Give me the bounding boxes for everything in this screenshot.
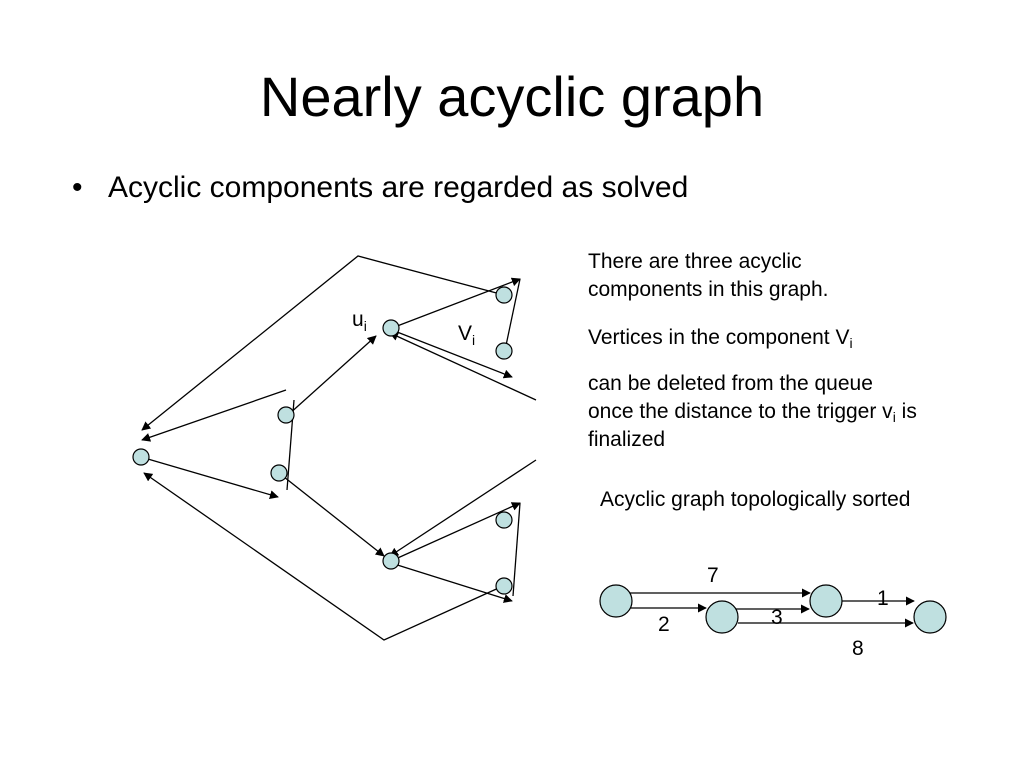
edge-root-to-bottom-mid (140, 456, 279, 500)
bullet-marker: • (72, 171, 83, 204)
edge-hub-to-bottom-upper (390, 502, 521, 562)
edge-top-loop (141, 255, 505, 431)
edge-weight-8: 8 (852, 637, 864, 660)
node-label-ui: ui (352, 308, 367, 334)
edge-weight-3: 3 (771, 606, 783, 629)
description-paragraph-1: There are three acyclic components in th… (588, 250, 829, 301)
graph-node-ui (382, 319, 400, 337)
bullet-text: Acyclic components are regarded as solve… (108, 171, 689, 204)
sorted-graph-caption: Acyclic graph topologically sorted (600, 488, 911, 511)
bullet-item: • Acyclic components are regarded as solv… (72, 168, 688, 208)
edge-root-to-top-mid (141, 389, 287, 442)
edge-ui-to-mid-right (391, 329, 513, 379)
edge-right-mid-to-bottom-hub (389, 459, 537, 557)
description-paragraph-3: can be deleted from the queue once the d… (588, 372, 917, 451)
component-label-vi: Vi (458, 322, 476, 348)
left-graph-edges (140, 255, 537, 641)
edge-mid-to-bottom-hub (278, 472, 385, 557)
edge-weight-7: 7 (707, 564, 719, 587)
sorted-graph-edges (628, 588, 915, 628)
edge-weight-1: 1 (877, 587, 889, 610)
edge-bottom-right-vertical (512, 502, 521, 597)
sorted-graph-nodes (599, 584, 947, 634)
sorted-node-b (705, 600, 739, 634)
slide-title: Nearly acyclic graph (259, 65, 765, 128)
edge-ui-to-top-right (391, 277, 521, 329)
graph-node-root (132, 448, 150, 466)
edge-top-right-vertical (503, 278, 521, 356)
graph-node-mid-top (277, 406, 295, 424)
graph-node-bottom-lower (495, 577, 513, 595)
graph-node-mid-bottom (270, 464, 288, 482)
sorted-node-d (913, 600, 947, 634)
edge-weight-2: 2 (658, 613, 670, 636)
sorted-node-c (809, 584, 843, 618)
edge-bottom-loop (143, 472, 504, 641)
edge-return-to-ui (389, 332, 537, 401)
graph-node-mid-right (495, 342, 513, 360)
sorted-node-a (599, 584, 633, 618)
edge-mid-to-ui (287, 335, 377, 416)
graph-node-top-right (495, 286, 513, 304)
graph-node-bottom-hub (382, 552, 400, 570)
graph-node-bottom-upper (495, 511, 513, 529)
description-paragraph-2: Vertices in the component Vi (588, 326, 853, 351)
edge-hub-to-bottom-lower (390, 562, 513, 603)
left-graph-nodes (132, 286, 513, 595)
